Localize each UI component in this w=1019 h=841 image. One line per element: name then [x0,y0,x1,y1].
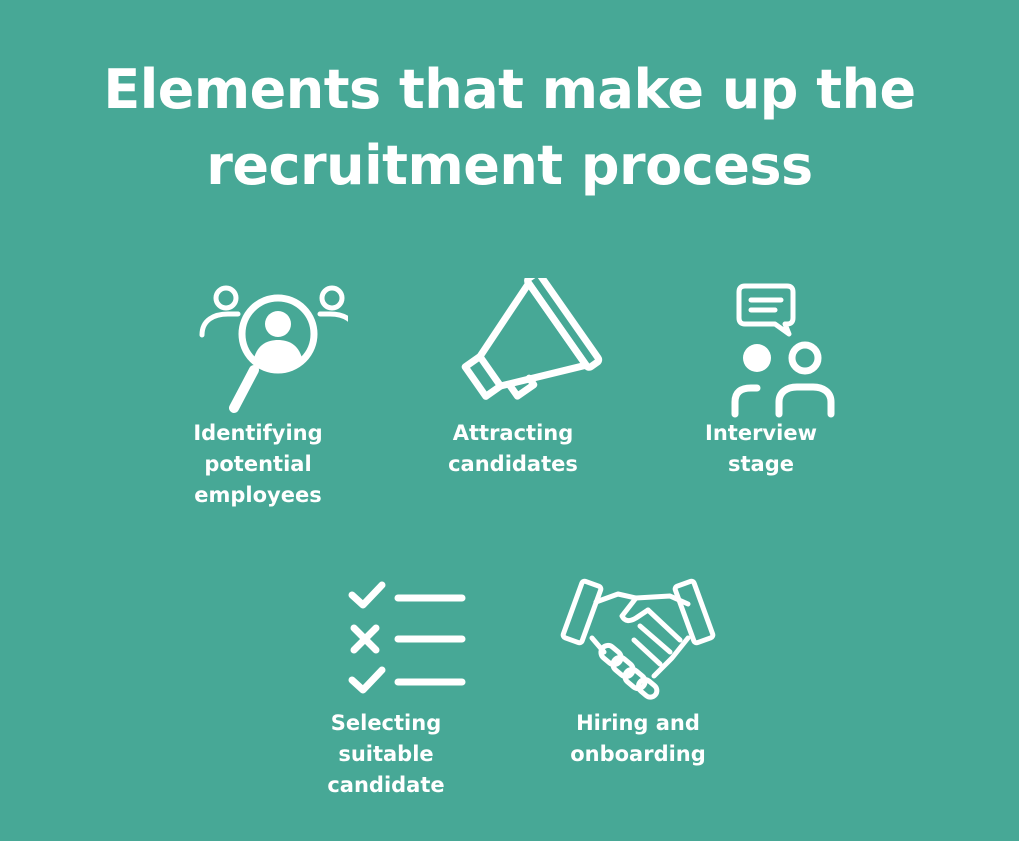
element-selecting-suitable-candidate: Selecting suitable candidate [276,568,496,801]
element-label: Interview stage [705,421,817,476]
element-identifying-potential-employees: Identifying potential employees [148,278,368,511]
element-label: Selecting suitable candidate [327,711,445,797]
element-interview-stage: Interview stage [651,278,871,480]
magnifier-people-icon [199,285,348,413]
title-line-2: recruitment process [206,134,813,197]
element-label: Attracting candidates [448,421,578,476]
megaphone-icon [461,278,603,400]
page-title: Elements that make up the recruitment pr… [0,52,1019,204]
checklist-icon [348,581,466,694]
interview-people-speech-bubble-icon [731,283,835,418]
element-hiring-and-onboarding: Hiring and onboarding [528,568,748,770]
element-label: Identifying potential employees [193,421,323,507]
element-attracting-candidates: Attracting candidates [403,278,623,480]
title-line-1: Elements that make up the [103,58,916,121]
handshake-icon [560,578,716,700]
element-label: Hiring and onboarding [570,711,706,766]
